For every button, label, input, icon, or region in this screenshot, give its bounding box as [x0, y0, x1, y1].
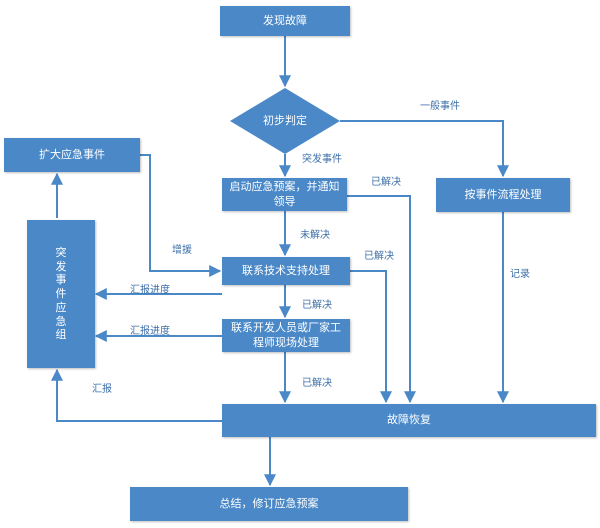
node-contact-dev: 联系开发人员或厂家工程师现场处理	[222, 319, 350, 352]
label-resolved-4: 已解决	[302, 378, 332, 389]
label-resolved-3: 已解决	[302, 300, 332, 311]
label-report: 汇报	[92, 384, 112, 395]
node-contact-support-label: 联系技术支持处理	[242, 263, 330, 277]
node-follow-process: 按事件流程处理	[436, 178, 570, 212]
node-discover: 发现故障	[220, 6, 350, 36]
label-reinforce: 增援	[172, 245, 192, 256]
label-report-progress-1: 汇报进度	[130, 285, 170, 296]
node-team: 突发事件应急组	[27, 220, 95, 368]
judge-diamond	[230, 88, 340, 154]
label-emergency-event: 突发事件	[302, 154, 342, 165]
edge-support-recover	[350, 270, 392, 404]
node-contact-dev-label: 联系开发人员或厂家工程师现场处理	[231, 320, 341, 349]
node-recover-label: 故障恢复	[387, 413, 431, 427]
node-summary-label: 总结，修订应急预案	[219, 496, 319, 510]
node-recover: 故障恢复	[222, 404, 596, 437]
node-start-plan: 启动应急预案，并通知领导	[222, 178, 347, 211]
label-record: 记录	[510, 269, 530, 280]
label-general-event: 一般事件	[420, 101, 460, 112]
edge-recover-team	[51, 368, 222, 422]
node-team-label: 突发事件应急组	[55, 245, 67, 342]
node-expand-label: 扩大应急事件	[39, 147, 105, 161]
node-expand: 扩大应急事件	[4, 138, 140, 172]
edge-judge-follow	[340, 120, 509, 178]
label-resolved-2: 已解决	[364, 251, 394, 262]
label-resolved-1: 已解决	[371, 177, 401, 188]
node-follow-process-label: 按事件流程处理	[464, 187, 542, 201]
node-discover-label: 发现故障	[263, 13, 307, 27]
label-unresolved: 未解决	[300, 230, 330, 241]
label-report-progress-2: 汇报进度	[130, 326, 170, 337]
node-start-plan-label: 启动应急预案，并通知领导	[229, 179, 340, 208]
edge-expand-support	[140, 154, 222, 277]
edge-startplan-recover	[347, 195, 416, 404]
node-judge-label: 初步判定	[263, 114, 307, 127]
node-contact-support: 联系技术支持处理	[222, 257, 350, 285]
node-summary: 总结，修订应急预案	[130, 487, 408, 521]
node-judge: 初步判定	[245, 112, 325, 130]
